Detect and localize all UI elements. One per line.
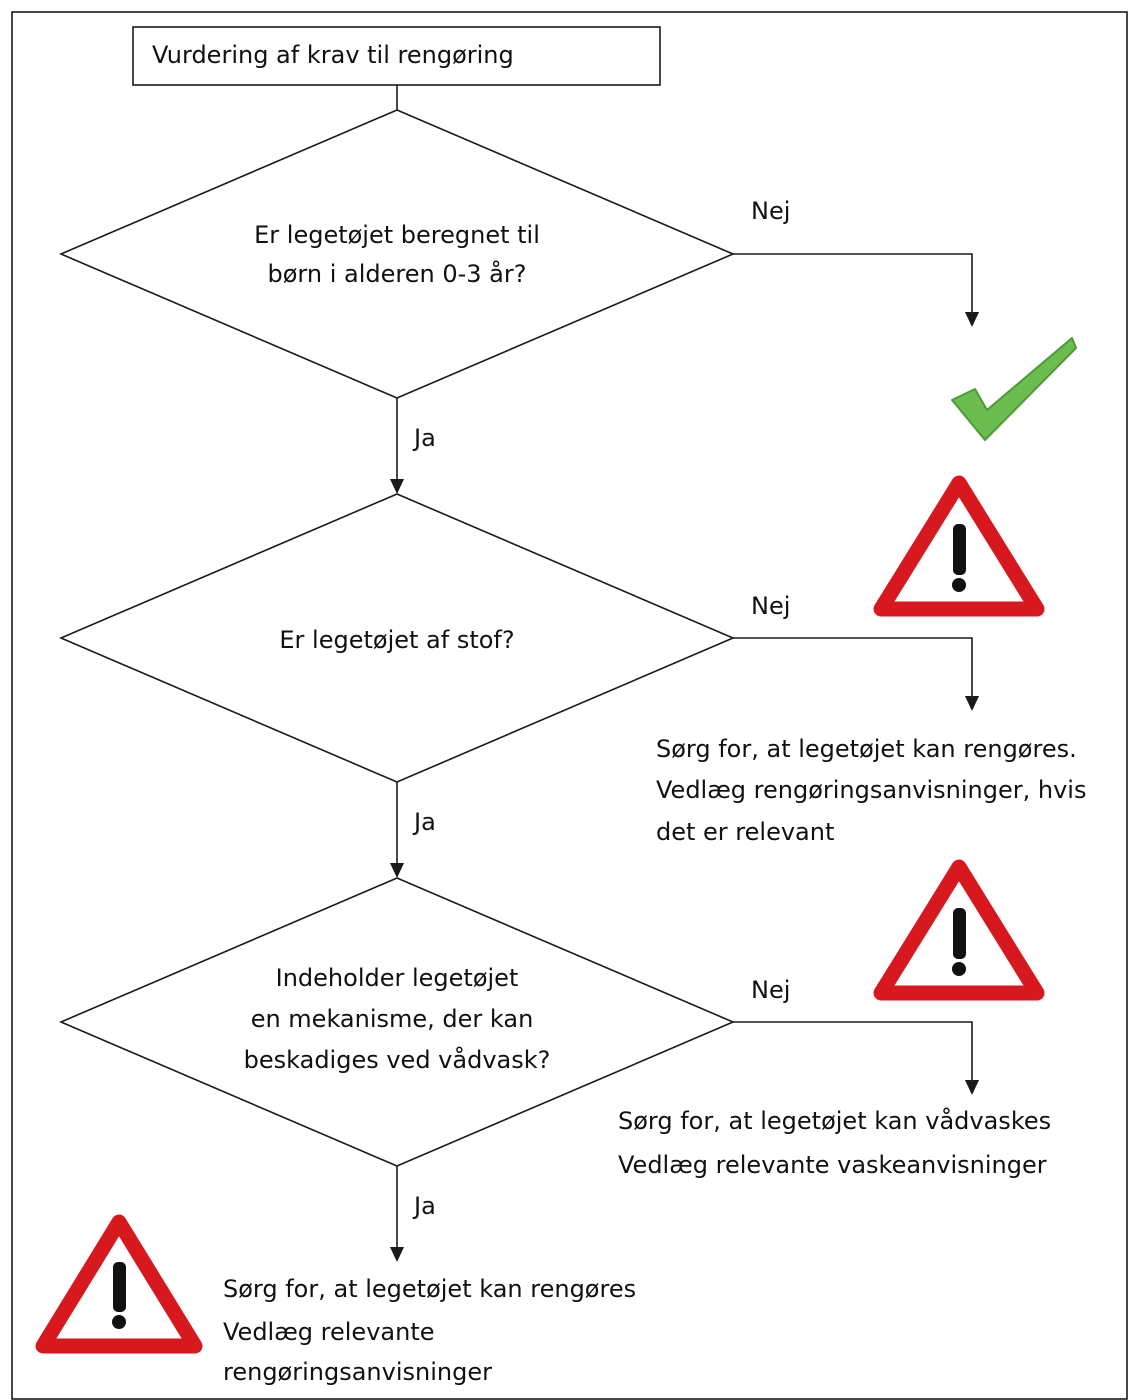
checkmark-icon [951, 337, 1077, 441]
arrowhead [390, 1247, 404, 1262]
edge-age-no [733, 253, 973, 312]
outcome-not-fabric-line-2: Vedlæg rengøringsanvisninger, hvis [656, 776, 1086, 804]
decision-age [58, 109, 736, 399]
arrowhead [390, 863, 404, 878]
outcome-no-mechanism-line-1: Sørg for, at legetøjet kan vådvaskes [618, 1106, 1051, 1135]
edge-label-no: Nej [751, 976, 790, 1004]
outcome-not-fabric-line-1: Sørg for, at legetøjet kan rengøres. [656, 735, 1077, 763]
edge-label-yes: Ja [412, 424, 436, 452]
decision-age-line-1: Er legetøjet beregnet til [254, 221, 540, 249]
outcome-has-mechanism-line-1: Sørg for, at legetøjet kan rengøres [223, 1275, 636, 1303]
outcome-has-mechanism-line-2: Vedlæg relevante [223, 1318, 435, 1346]
arrowhead [965, 312, 979, 327]
outcome-not-fabric-line-3: det er relevant [656, 818, 834, 846]
edge-mechanism-no [733, 1021, 973, 1080]
edge-label-yes: Ja [412, 808, 436, 836]
warning-triangle-icon [35, 1214, 203, 1354]
decision-mechanism-line-2: en mekanisme, der kan [251, 1005, 534, 1033]
edge-fabric-no [733, 637, 973, 696]
decision-age-line-2: børn i alderen 0-3 år? [268, 259, 527, 288]
edge-label-no: Nej [751, 592, 790, 620]
edge-label-no: Nej [751, 197, 790, 225]
outcome-has-mechanism-line-3: rengøringsanvisninger [223, 1358, 492, 1386]
edge-label-yes: Ja [412, 1192, 436, 1220]
outcome-no-mechanism-line-2: Vedlæg relevante vaskeanvisninger [618, 1151, 1047, 1179]
arrowhead [965, 1080, 979, 1095]
decision-mechanism-line-3: beskadiges ved vådvask? [244, 1045, 551, 1074]
start-title: Vurdering af krav til rengøring [152, 41, 514, 69]
decision-mechanism-line-1: Indeholder legetøjet [276, 964, 519, 992]
arrowhead [390, 479, 404, 494]
decision-fabric-line-1: Er legetøjet af stof? [279, 626, 514, 654]
warning-triangle-icon [873, 859, 1045, 1001]
warning-triangle-icon [873, 475, 1045, 617]
arrowhead [965, 696, 979, 711]
diagram-frame [11, 11, 1128, 1400]
